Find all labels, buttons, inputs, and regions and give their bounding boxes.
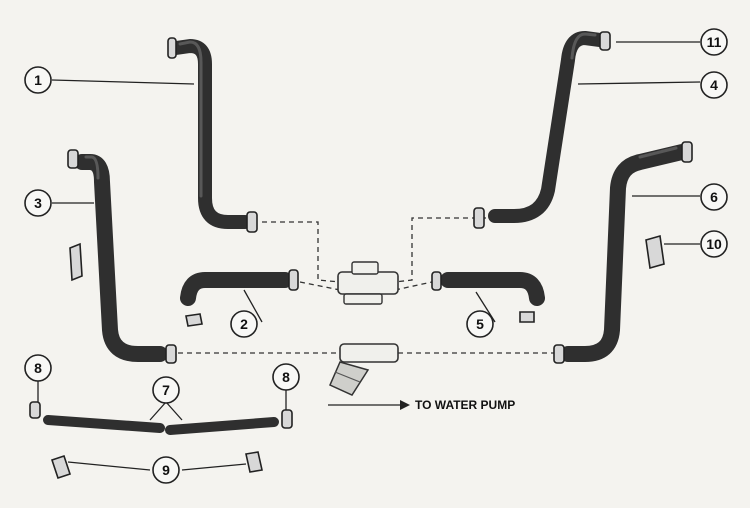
callout-6: 6 [700, 183, 728, 211]
callout-7: 7 [152, 376, 180, 404]
callout-11: 11 [700, 28, 728, 56]
callout-8-left: 8 [24, 354, 52, 382]
hose-1 [169, 39, 252, 229]
callout-label: 10 [706, 236, 722, 252]
callout-2: 2 [230, 310, 258, 338]
callout-1: 1 [24, 66, 52, 94]
callout-label: 9 [162, 462, 170, 478]
lower-tee-fitting [329, 343, 399, 396]
callout-label: 8 [34, 360, 42, 376]
hose-6 [560, 144, 690, 362]
hose-2 [180, 272, 293, 306]
callout-label: 2 [240, 316, 248, 332]
hose-clamps [29, 31, 693, 480]
callout-label: 4 [710, 77, 718, 93]
hose-4 [488, 31, 607, 223]
callout-label: 7 [162, 382, 170, 398]
callout-label: 1 [34, 72, 42, 88]
leader-lines [37, 41, 701, 471]
hose-5 [440, 272, 545, 306]
water-pump-label: TO WATER PUMP [415, 398, 515, 412]
callout-label: 5 [476, 316, 484, 332]
callout-label: 11 [707, 34, 722, 50]
callout-3: 3 [24, 189, 52, 217]
callout-10: 10 [700, 230, 728, 258]
hose-3 [74, 154, 168, 362]
callout-9: 9 [152, 456, 180, 484]
callout-8-right: 8 [272, 363, 300, 391]
callout-label: 3 [34, 195, 42, 211]
hose-7 [43, 415, 279, 435]
callout-5: 5 [466, 310, 494, 338]
callout-label: 6 [710, 189, 718, 205]
dashed-connections [178, 217, 558, 354]
upper-tee-fitting [337, 261, 399, 305]
callout-label: 8 [282, 369, 290, 385]
callout-4: 4 [700, 71, 728, 99]
